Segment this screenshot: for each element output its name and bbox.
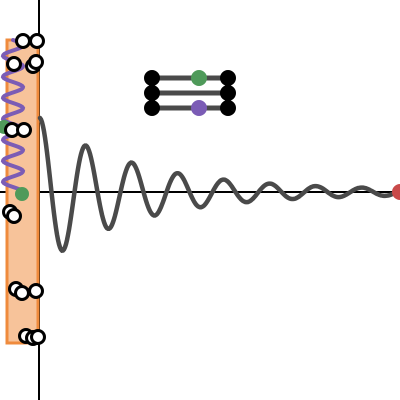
spring-coil-curve[interactable] xyxy=(0,38,26,194)
point-marker[interactable] xyxy=(28,283,44,299)
point-markers xyxy=(2,33,46,346)
point-marker[interactable] xyxy=(15,33,31,49)
point-marker[interactable] xyxy=(14,285,30,301)
point-marker[interactable] xyxy=(6,56,22,72)
legend-toggle-icon[interactable] xyxy=(144,70,236,116)
point-marker[interactable] xyxy=(29,33,45,49)
point-marker[interactable] xyxy=(30,329,46,345)
point-marker[interactable] xyxy=(28,54,44,70)
green-origin-handle[interactable] xyxy=(15,187,29,201)
point-marker[interactable] xyxy=(6,208,22,224)
point-marker[interactable] xyxy=(16,122,32,138)
legend-row-green[interactable] xyxy=(144,70,236,86)
red-endpoint-handle[interactable] xyxy=(392,184,400,200)
damped-oscillation-curve[interactable] xyxy=(37,115,400,253)
legend-row-purple[interactable] xyxy=(144,100,236,116)
legend-row-black[interactable] xyxy=(144,85,236,101)
